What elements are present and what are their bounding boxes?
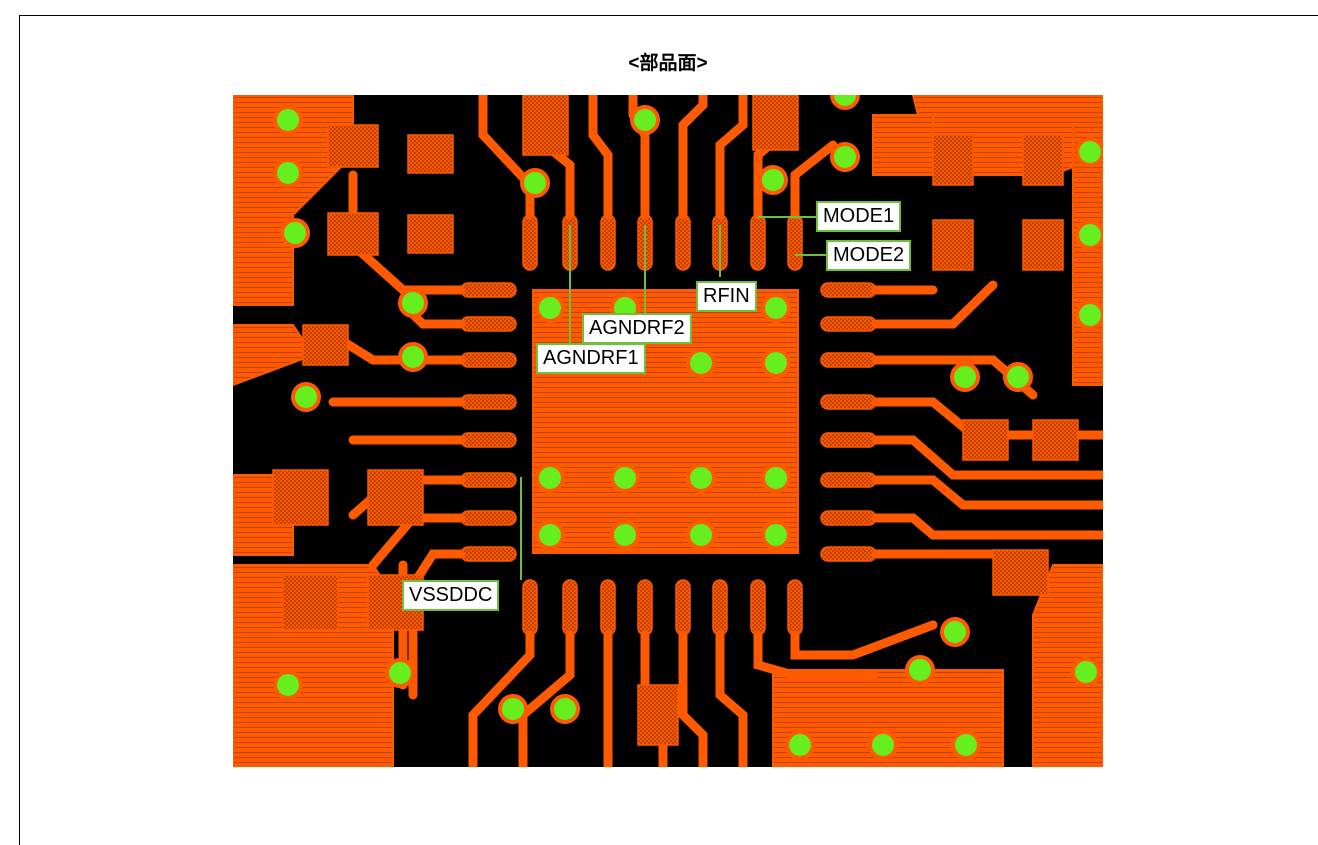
diagram-title: <部品面>: [628, 53, 708, 74]
leader-lines: [520, 216, 828, 580]
label-vssddc: VSSDDC: [402, 580, 500, 611]
label-mode2: MODE2: [826, 240, 912, 271]
via-group: [273, 95, 1103, 760]
label-agndrf1: AGNDRF1: [536, 343, 646, 374]
label-rfin: RFIN: [696, 281, 757, 312]
pcb-layout-image: [233, 95, 1103, 767]
document-frame: [19, 15, 1318, 845]
pcb-layout-svg: [233, 95, 1103, 767]
label-mode1: MODE1: [816, 201, 902, 232]
label-agndrf2: AGNDRF2: [582, 313, 692, 344]
